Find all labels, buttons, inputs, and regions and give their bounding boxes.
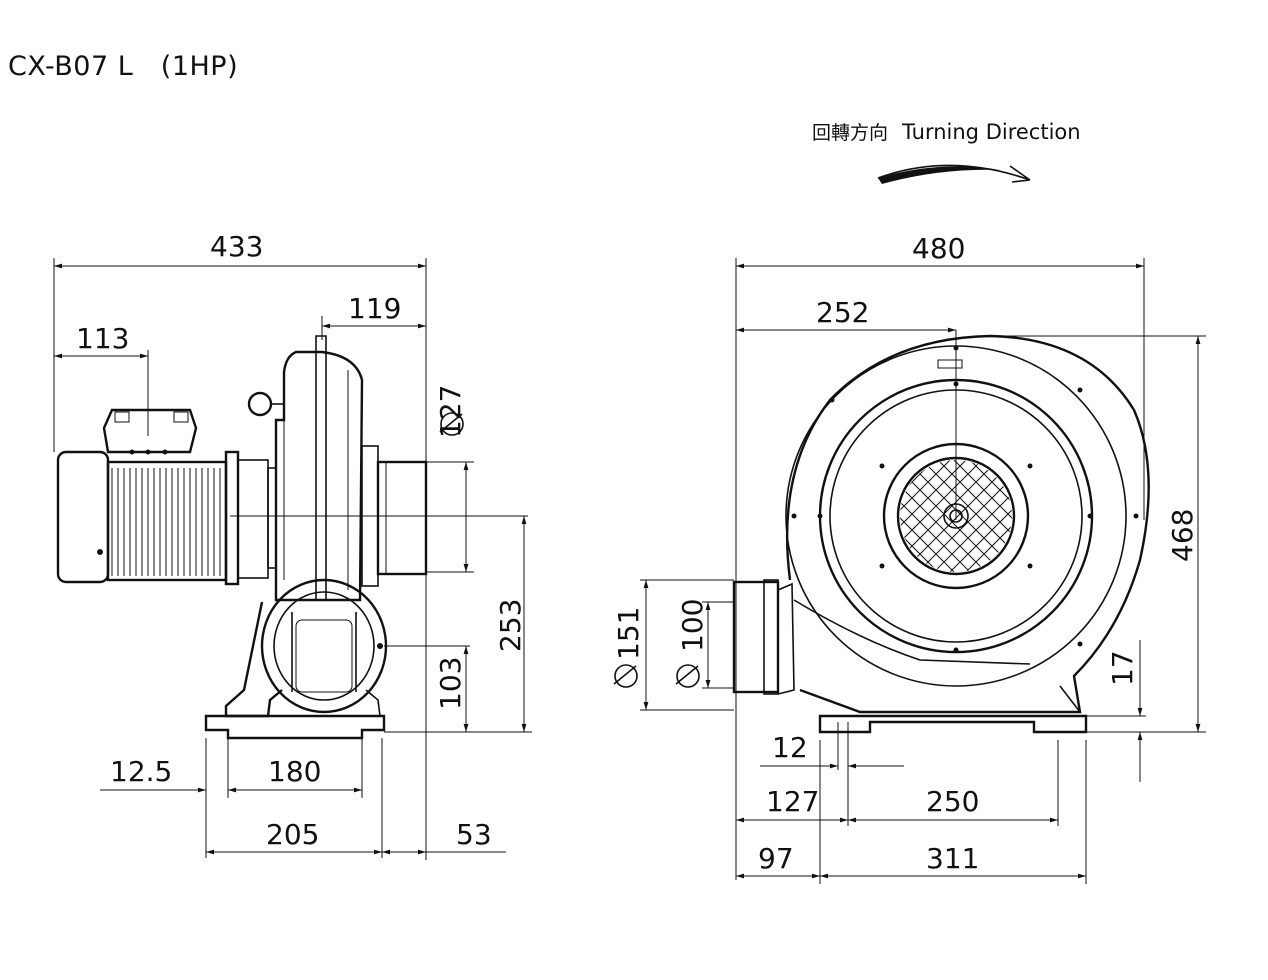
dim-base-length: 311 <box>926 842 979 875</box>
dim-junction-offset: 113 <box>76 322 129 355</box>
dim-outlet-offset: 119 <box>348 292 401 325</box>
dim-overall-width: 480 <box>912 232 965 265</box>
dim-shaft-height: 253 <box>494 599 527 652</box>
dim-base-margin: 12.5 <box>110 755 172 788</box>
dim-hole-pitch: 250 <box>926 785 979 818</box>
dim-overall-height: 468 <box>1166 509 1199 562</box>
turning-direction-label: 回轉方向 Turning Direction <box>812 118 1081 145</box>
blower-housing-front <box>732 330 1150 734</box>
blower-housing-side <box>204 335 528 740</box>
dim-outlet-to-hole: 127 <box>766 785 819 818</box>
turning-direction-en: Turning Direction <box>902 120 1081 144</box>
dim-inlet-height: 103 <box>434 657 467 710</box>
dim-outlet-overhang: 53 <box>456 818 492 851</box>
turning-direction-zh: 回轉方向 <box>812 122 889 144</box>
front-view: 480 252 468 151 100 <box>612 232 1206 884</box>
drawing-title: CX-B07 L (1HP) <box>8 51 239 82</box>
dim-slot-width: 12 <box>772 731 808 764</box>
front-dimensions: 480 252 468 151 100 <box>612 232 1206 884</box>
dim-base-height: 17 <box>1106 650 1139 686</box>
dim-overall-length: 433 <box>210 230 263 263</box>
dim-base-width: 205 <box>266 818 319 851</box>
turning-direction-arrow <box>877 164 1031 184</box>
side-view: 433 119 113 127 253 103 <box>53 230 532 860</box>
side-dimensions: 433 119 113 127 253 103 <box>53 230 532 860</box>
dim-flange-dia: 151 <box>612 607 645 660</box>
dim-outlet-to-base: 97 <box>758 842 794 875</box>
dim-base-hole-pitch: 180 <box>268 755 321 788</box>
dim-center-offset: 252 <box>816 296 869 329</box>
motor-body <box>56 408 277 586</box>
dim-inlet-dia: 100 <box>676 599 709 652</box>
